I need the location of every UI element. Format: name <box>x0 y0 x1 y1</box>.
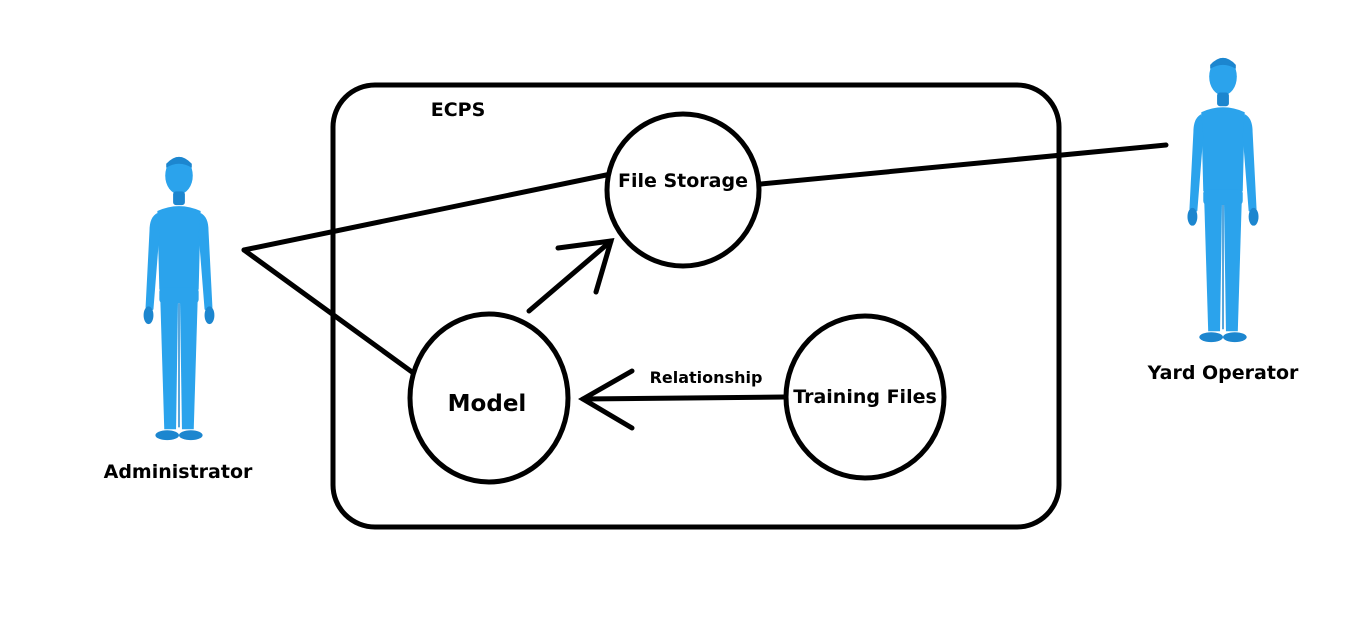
arrow-training-files-to-model <box>578 368 787 431</box>
association-admin-model <box>241 247 415 375</box>
association-yard-operator-file-storage <box>758 142 1169 187</box>
person-figure-icon <box>142 156 216 441</box>
system-boundary <box>330 82 1062 530</box>
actor-yard-operator[interactable]: Yard Operator <box>1147 57 1299 384</box>
use-case-file-storage[interactable]: File Storage <box>604 111 762 269</box>
actor-administrator[interactable]: Administrator <box>104 156 253 483</box>
use-case-model-label: Model <box>448 391 527 417</box>
actor-yard-operator-label: Yard Operator <box>1147 362 1299 384</box>
system-label: ECPS <box>431 99 486 121</box>
use-case-training-files[interactable]: Training Files <box>783 313 947 481</box>
use-case-file-storage-label: File Storage <box>618 170 748 192</box>
actor-administrator-label: Administrator <box>104 461 253 483</box>
relationship-label: Relationship <box>650 368 763 387</box>
association-admin-file-storage <box>241 171 614 253</box>
use-case-model[interactable]: Model <box>407 311 571 485</box>
arrow-model-to-file-storage <box>526 238 615 314</box>
person-figure-icon <box>1186 57 1260 343</box>
use-case-training-files-label: Training Files <box>793 386 937 408</box>
